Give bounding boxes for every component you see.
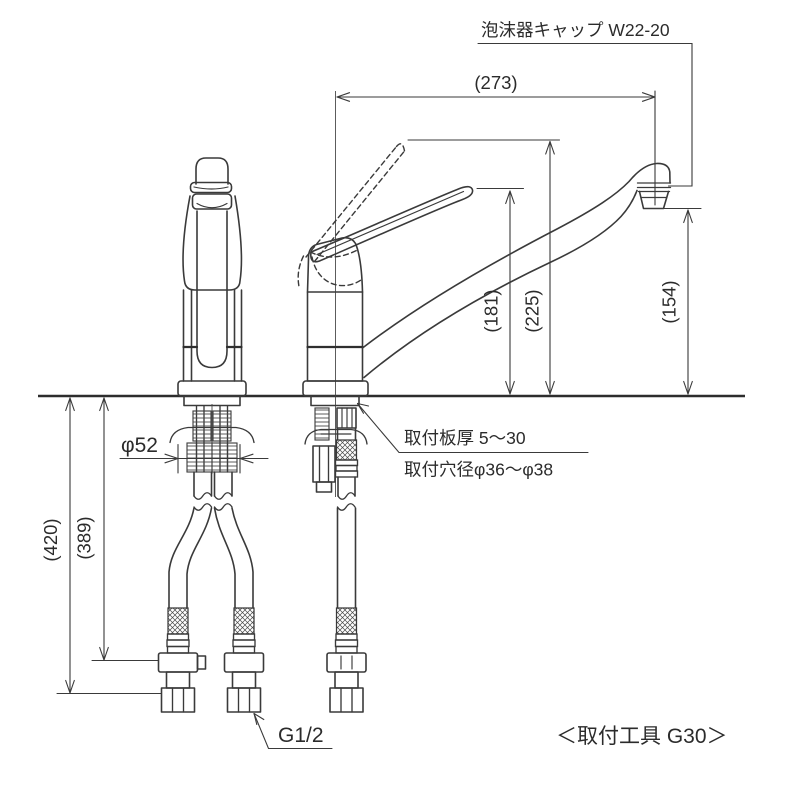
label-tool-note: ＜取付工具 G30＞ bbox=[556, 725, 728, 748]
dim-spout-outlet-height: (154) bbox=[659, 280, 680, 323]
front-view bbox=[177, 157, 247, 397]
dim-hose-length-short: (389) bbox=[74, 516, 95, 559]
label-thread-size: G1/2 bbox=[278, 724, 324, 747]
dim-hose-length-long: (420) bbox=[40, 518, 61, 561]
leader-lines bbox=[253, 42, 693, 750]
hose-end-fittings bbox=[157, 607, 367, 713]
dim-base-diameter: φ52 bbox=[121, 434, 158, 457]
dim-handle-height: (181) bbox=[481, 289, 502, 332]
dim-spout-reach: (273) bbox=[474, 72, 517, 93]
label-mount-hole-dia: 取付穴径φ36～φ38 bbox=[404, 460, 553, 480]
dimension-lines bbox=[56, 90, 702, 695]
side-view bbox=[297, 91, 672, 497]
dim-handle-up-height: (225) bbox=[522, 289, 543, 332]
label-mount-thickness: 取付板厚 5～30 bbox=[404, 428, 526, 448]
annotation-text: 泡沫器キャップ W22-20 (273) (181) (225) (154) (… bbox=[40, 20, 728, 748]
side-under-counter bbox=[304, 395, 368, 609]
front-under-counter bbox=[168, 395, 255, 609]
label-aerator-cap: 泡沫器キャップ W22-20 bbox=[481, 20, 670, 40]
